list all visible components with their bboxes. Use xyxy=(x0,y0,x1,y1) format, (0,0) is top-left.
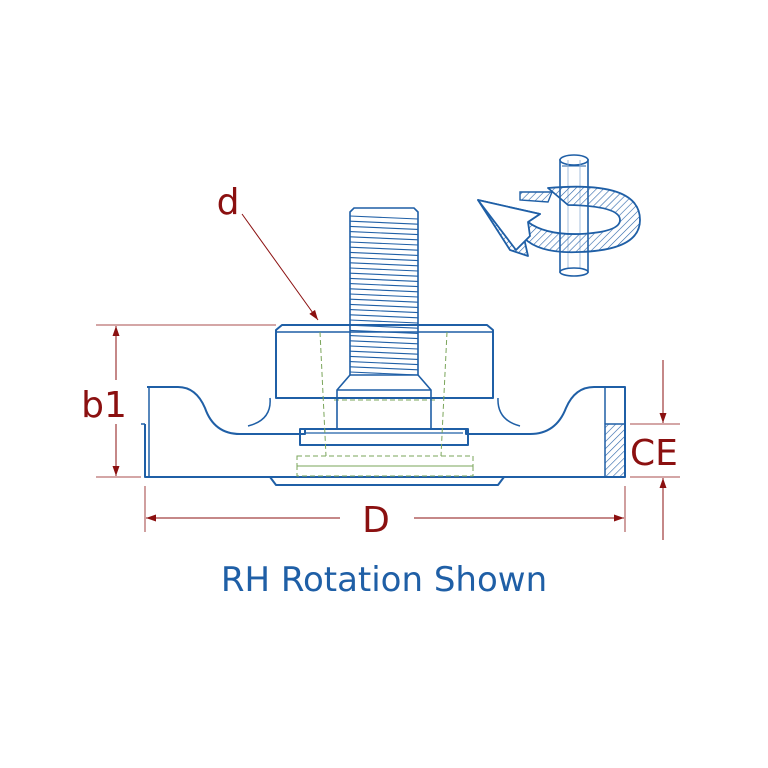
thread-line xyxy=(349,236,419,241)
thread-line xyxy=(349,246,419,251)
thread-line xyxy=(349,231,419,236)
part-body xyxy=(141,324,626,486)
thread-line xyxy=(349,267,419,272)
thread-line xyxy=(349,371,419,376)
thread-line xyxy=(349,366,419,371)
label-ce: CE xyxy=(630,433,678,474)
threaded-stud xyxy=(336,207,432,430)
thread-line xyxy=(349,241,419,246)
rh-rotation-arrow-icon xyxy=(477,154,641,277)
thread-line xyxy=(349,314,419,319)
thread-line xyxy=(349,293,419,298)
thread-line xyxy=(349,215,419,220)
hub-outline xyxy=(275,324,494,399)
thread-line xyxy=(349,272,419,277)
thread-line xyxy=(349,251,419,256)
thread-line xyxy=(349,225,419,230)
thread-line xyxy=(349,283,419,288)
thread-line xyxy=(349,288,419,293)
thread-line xyxy=(349,329,419,334)
thread-line xyxy=(349,345,419,350)
thread-line xyxy=(349,303,419,308)
thread-line xyxy=(349,257,419,262)
caption: RH Rotation Shown xyxy=(220,560,548,600)
d-leader xyxy=(241,213,319,321)
washer xyxy=(299,428,469,446)
base-plate-outline xyxy=(147,386,626,435)
label-d: d xyxy=(217,182,240,223)
thread-line xyxy=(349,335,419,340)
thread-line xyxy=(349,298,419,303)
thread-line xyxy=(349,277,419,282)
thread-line xyxy=(349,361,419,366)
dimension-labels: d b1 D CE xyxy=(81,182,678,541)
side-section-hatch xyxy=(604,423,626,478)
thread-line xyxy=(349,262,419,267)
thread-line xyxy=(349,319,419,324)
thread-line xyxy=(349,350,419,355)
label-b1: b1 xyxy=(81,385,127,426)
hidden-lines xyxy=(296,331,474,477)
dimension-lines xyxy=(96,213,680,540)
label-d-diameter: D xyxy=(362,500,390,541)
thread-line xyxy=(349,309,419,314)
thread-line xyxy=(349,220,419,225)
thread-line xyxy=(349,324,419,329)
thread-line xyxy=(349,340,419,345)
thread-line xyxy=(349,355,419,360)
bottom-step xyxy=(269,476,505,486)
